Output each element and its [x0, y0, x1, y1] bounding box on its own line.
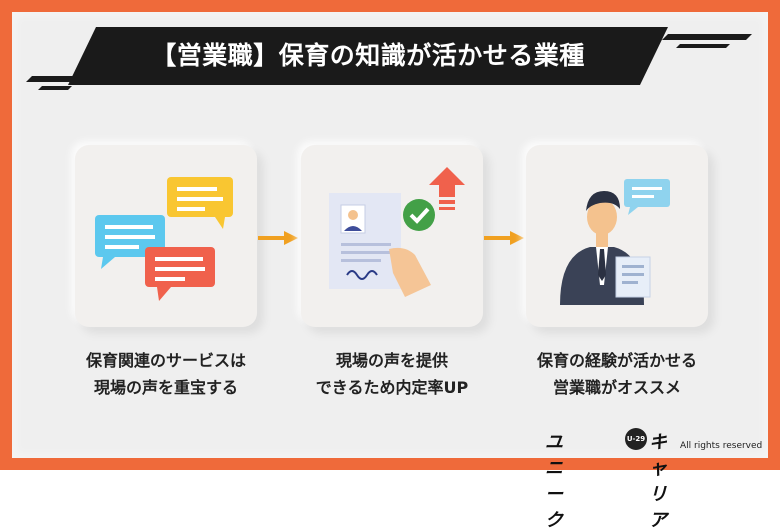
- page-title: 【営業職】保育の知識が活かせる業種: [151, 41, 585, 70]
- logo-text-left: ユニーク: [545, 432, 563, 531]
- caption-line: 営業職がオススメ: [552, 378, 681, 397]
- arrow-icon-2: [484, 231, 524, 245]
- logo-badge: U-29: [625, 428, 647, 450]
- logo-text-right: キャリア: [649, 432, 667, 531]
- step-caption-3: 保育の経験が活かせる 営業職がオススメ: [497, 347, 737, 401]
- step-caption-1: 保育関連のサービスは 現場の声を重宝する: [46, 347, 286, 401]
- caption-line: 保育関連のサービスは: [85, 351, 246, 370]
- caption-line: 保育の経験が活かせる: [536, 351, 697, 370]
- speed-lines-left: [26, 76, 80, 90]
- speech-bubbles-icon: [95, 177, 233, 301]
- title-banner: 【営業職】保育の知識が活かせる業種: [68, 27, 668, 85]
- business-person-icon: [560, 179, 670, 305]
- arrow-icon-1: [258, 231, 298, 245]
- step-card-3: [526, 145, 708, 327]
- resume-check-icon: [329, 167, 465, 297]
- caption-line: 現場の声を重宝する: [93, 378, 238, 397]
- step-card-1: [75, 145, 257, 327]
- step-card-2: [301, 145, 483, 327]
- speed-lines-right: [662, 34, 752, 48]
- caption-line: 現場の声を提供: [335, 351, 448, 370]
- copyright-text: All rights reserved: [680, 441, 763, 451]
- step-caption-2: 現場の声を提供 できるため内定率UP: [272, 347, 512, 401]
- caption-line: できるため内定率UP: [315, 378, 469, 397]
